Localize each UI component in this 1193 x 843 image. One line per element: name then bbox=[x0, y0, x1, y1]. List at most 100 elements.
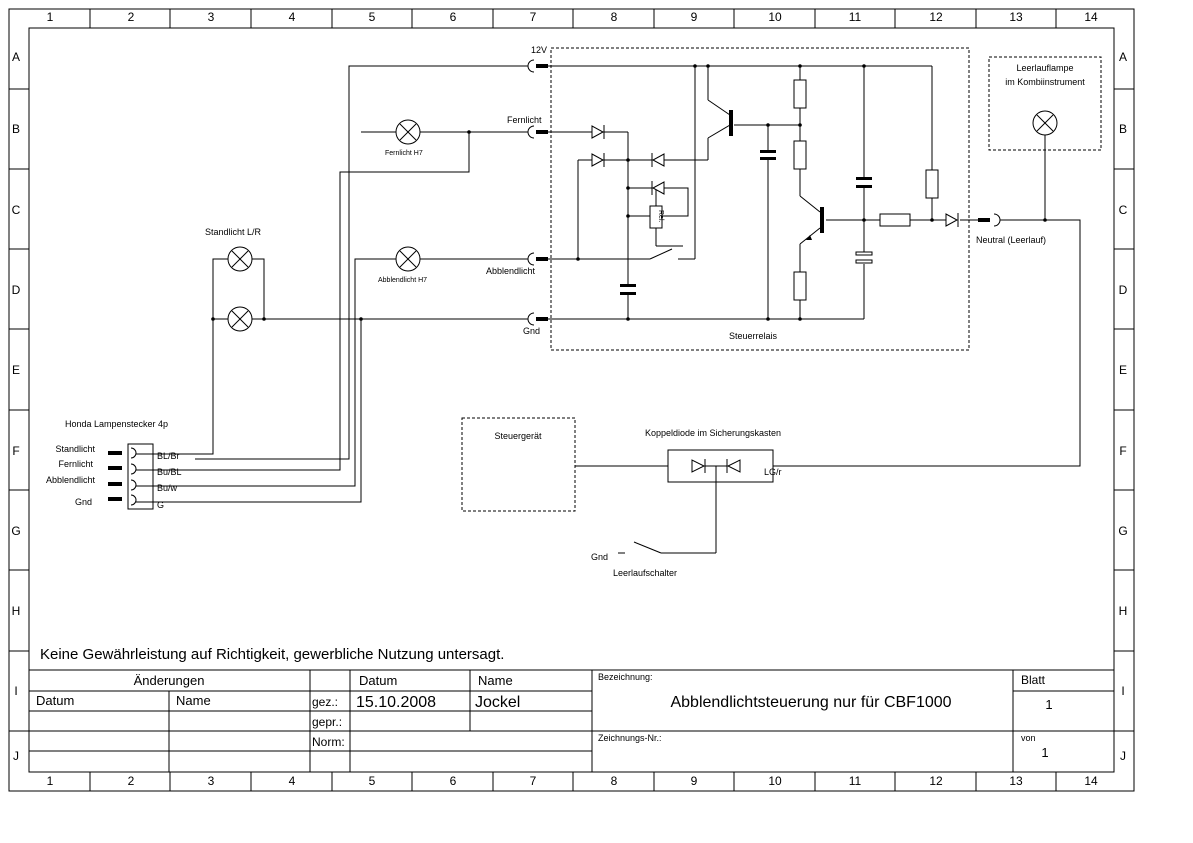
tb-name-col: Name bbox=[176, 693, 211, 708]
label-12v: 12V bbox=[531, 45, 547, 55]
tb-datum-col: Datum bbox=[36, 693, 74, 708]
lamp-low-beam bbox=[395, 246, 421, 272]
label-pin-fernlicht: Fernlicht bbox=[58, 459, 93, 469]
label-steuergeraet: Steuergerät bbox=[494, 431, 542, 441]
tb-gepr: gepr.: bbox=[312, 715, 342, 729]
frame-row-label: B bbox=[12, 122, 20, 136]
tb-author: Jockel bbox=[475, 694, 520, 711]
label-fernlicht-h7: Fernlicht H7 bbox=[385, 150, 423, 157]
label-standlicht: Standlicht L/R bbox=[205, 227, 262, 237]
relay-connectors bbox=[527, 59, 548, 326]
tb-blatt: 1 bbox=[1045, 697, 1052, 712]
frame-col-label: 4 bbox=[289, 10, 296, 24]
frame-col-label: 11 bbox=[849, 10, 862, 24]
frame-col-label: 5 bbox=[369, 774, 376, 788]
label-wire-bubl: Bu/BL bbox=[157, 467, 182, 477]
tb-datum-header: Datum bbox=[359, 673, 397, 688]
label-leerlaufschalter: Leerlaufschalter bbox=[613, 568, 677, 578]
frame-col-label: 3 bbox=[208, 10, 215, 24]
frame-row-label: D bbox=[1119, 283, 1128, 297]
tb-name-header: Name bbox=[478, 673, 513, 688]
coupling-diode bbox=[575, 449, 774, 554]
frame-col-label: 9 bbox=[691, 10, 698, 24]
tb-norm: Norm: bbox=[312, 735, 345, 749]
frame-row-label: C bbox=[12, 203, 21, 217]
control-relay-box bbox=[550, 47, 970, 351]
frame-col-label: 6 bbox=[450, 10, 457, 24]
tb-gez: gez.: bbox=[312, 695, 338, 709]
frame-col-label: 13 bbox=[1009, 774, 1023, 788]
frame-row-label: E bbox=[12, 363, 20, 377]
label-wire-blbr: BL/Br bbox=[157, 451, 180, 461]
label-abblendlicht: Abblendlicht bbox=[486, 266, 536, 276]
title-block bbox=[29, 669, 1114, 772]
tb-drawing-no-label: Zeichnungs-Nr.: bbox=[598, 733, 662, 743]
frame-col-label: 10 bbox=[768, 10, 782, 24]
label-abblendlicht-h7: Abblendlicht H7 bbox=[378, 277, 427, 284]
frame-row-label: I bbox=[1121, 684, 1124, 698]
frame-col-label: 12 bbox=[929, 774, 943, 788]
label-pin-standlicht: Standlicht bbox=[55, 444, 95, 454]
frame-row-label: I bbox=[14, 684, 17, 698]
tb-bezeichnung-label: Bezeichnung: bbox=[598, 672, 653, 682]
label-steuerrelais: Steuerrelais bbox=[729, 331, 778, 341]
lamp-parking-lower bbox=[227, 306, 253, 332]
frame-col-label: 3 bbox=[208, 774, 215, 788]
label-wire-g: G bbox=[157, 500, 164, 510]
wiring bbox=[195, 65, 528, 503]
frame-row-label: H bbox=[12, 604, 21, 618]
label-pin-abblendlicht: Abblendlicht bbox=[46, 475, 96, 485]
label-leerlauflampe: Leerlauflampe bbox=[1016, 63, 1073, 73]
lamp-parking-upper bbox=[227, 246, 253, 272]
frame-col-label: 6 bbox=[450, 774, 457, 788]
frame-col-label: 10 bbox=[768, 774, 782, 788]
label-neutral: Neutral (Leerlauf) bbox=[976, 235, 1046, 245]
frame-row-label: F bbox=[12, 444, 19, 458]
frame-col-label: 12 bbox=[929, 10, 943, 24]
lamp-connector bbox=[108, 443, 195, 510]
frame-row-label: D bbox=[12, 283, 21, 297]
frame-col-label: 8 bbox=[611, 774, 618, 788]
tb-aenderungen: Änderungen bbox=[134, 673, 205, 688]
frame-col-label: 14 bbox=[1084, 10, 1098, 24]
label-gnd: Gnd bbox=[523, 326, 540, 336]
drawing-frame: 1 2 3 4 5 6 7 8 9 10 11 12 13 14 1 2 3 4… bbox=[8, 8, 1135, 792]
frame-row-label: B bbox=[1119, 122, 1127, 136]
frame-col-label: 1 bbox=[47, 10, 54, 24]
frame-col-label: 8 bbox=[611, 10, 618, 24]
frame-col-label: 7 bbox=[530, 10, 537, 24]
frame-row-label: E bbox=[1119, 363, 1127, 377]
tb-von: 1 bbox=[1041, 745, 1048, 760]
neutral-lamp bbox=[1032, 110, 1058, 136]
frame-row-label: F bbox=[1119, 444, 1126, 458]
frame-col-label: 1 bbox=[47, 774, 54, 788]
label-kombiinstrument: im Kombiinstrument bbox=[1005, 77, 1085, 87]
label-koppeldiode: Koppeldiode im Sicherungskasten bbox=[645, 428, 781, 438]
label-wire-buw: Bu/w bbox=[157, 483, 178, 493]
relay-capacitors bbox=[620, 150, 873, 295]
frame-col-label: 11 bbox=[849, 774, 862, 788]
control-unit-box bbox=[461, 417, 576, 512]
frame-col-label: 2 bbox=[128, 774, 135, 788]
frame-row-label: G bbox=[1118, 524, 1127, 538]
label-gnd-switch: Gnd bbox=[591, 552, 608, 562]
relay-coil: Rel. bbox=[649, 205, 664, 229]
relay-circuit bbox=[548, 64, 978, 321]
relay-coil-label: Rel. bbox=[657, 210, 664, 223]
tb-date-value: 15.10.2008 bbox=[356, 694, 436, 711]
frame-col-label: 4 bbox=[289, 774, 296, 788]
relay-diodes bbox=[591, 125, 959, 227]
neutral-connector bbox=[773, 135, 1081, 467]
frame-col-label: 14 bbox=[1084, 774, 1098, 788]
relay-resistors bbox=[793, 79, 939, 301]
frame-row-label: J bbox=[1120, 749, 1126, 763]
frame-col-label: 5 bbox=[369, 10, 376, 24]
tb-bezeichnung: Abblendlichtsteuerung nur für CBF1000 bbox=[670, 694, 951, 711]
label-lgr: LG/r bbox=[764, 467, 782, 477]
frame-col-label: 7 bbox=[530, 774, 537, 788]
frame-row-label: A bbox=[1119, 50, 1127, 64]
frame-col-label: 2 bbox=[128, 10, 135, 24]
frame-row-label: H bbox=[1119, 604, 1128, 618]
frame-row-label: J bbox=[13, 749, 19, 763]
neutral-lamp-box bbox=[988, 56, 1102, 151]
